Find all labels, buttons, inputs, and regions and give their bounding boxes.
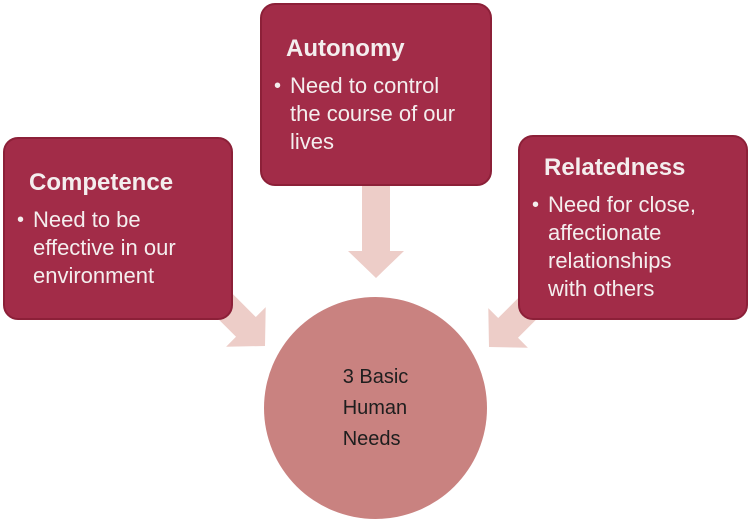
box-relatedness: Relatedness • Need for close, affectiona… <box>518 135 748 320</box>
bullet-icon: • <box>17 208 25 231</box>
box-competence-bullet-item: • Need to be effective in our environmen… <box>17 206 223 290</box>
box-competence-title: Competence <box>29 168 174 196</box>
box-autonomy-bullet-item: • Need to control the course of our live… <box>274 72 482 156</box>
box-relatedness-bullet-text: Need for close, affectionate relationshi… <box>548 191 696 301</box>
box-relatedness-bullet-item: • Need for close, affectionate relations… <box>532 191 738 303</box>
box-competence: Competence • Need to be effective in our… <box>3 137 233 320</box>
bullet-icon: • <box>532 193 540 216</box>
box-autonomy: Autonomy • Need to control the course of… <box>260 3 492 186</box>
box-relatedness-title: Relatedness <box>544 153 686 181</box>
box-autonomy-title: Autonomy <box>286 34 405 62</box>
box-competence-bullet-text: Need to be effective in our environment <box>33 206 176 288</box>
arrow-autonomy-to-center-icon <box>348 186 404 278</box>
center-circle: 3 Basic Human Needs <box>264 297 487 519</box>
bullet-icon: • <box>274 74 282 97</box>
center-circle-label: 3 Basic Human Needs <box>342 365 409 450</box>
box-autonomy-bullet-text: Need to control the course of our lives <box>290 72 456 154</box>
